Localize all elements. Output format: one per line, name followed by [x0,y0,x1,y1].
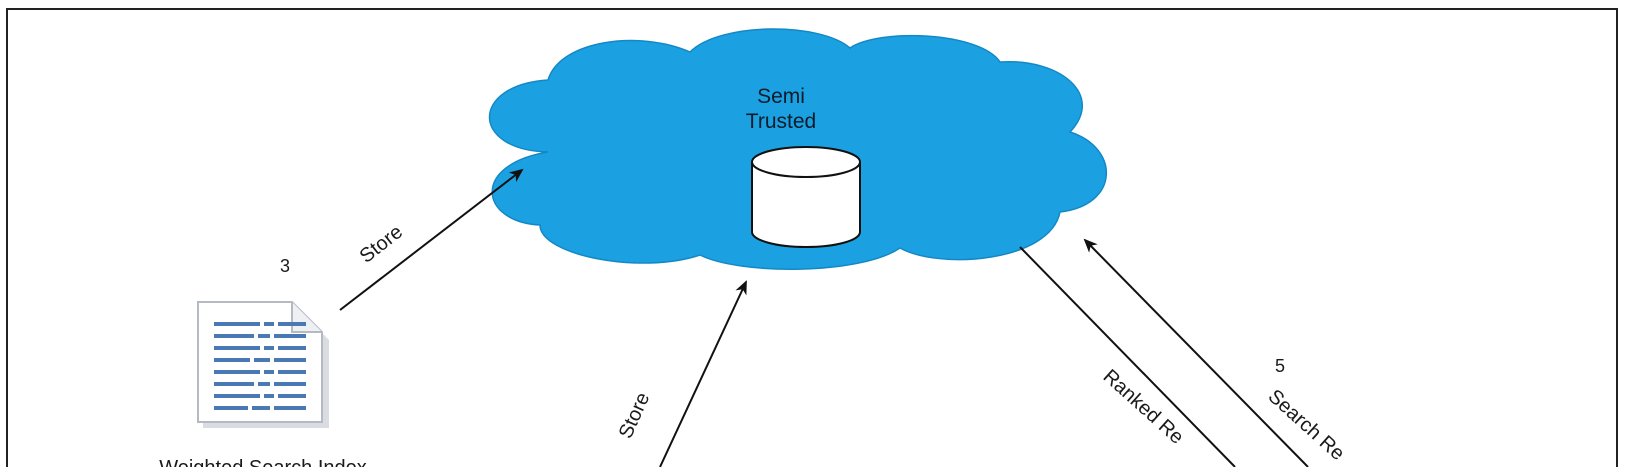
document-table-lines [214,322,306,410]
weighted-search-index-document-icon[interactable] [197,301,329,428]
store-arrow-label-top: Store [356,221,407,268]
ranked-results-arrow[interactable] [1019,246,1236,467]
store-arrow-label-bottom: Store [615,389,655,442]
document-fold [291,302,322,333]
step-3-number: 3 [280,256,290,276]
cloud-title-line2: Trusted [746,110,816,133]
store-arrow-from-index[interactable] [339,168,524,311]
search-request-label: Search Re [1264,385,1349,465]
diagram-border [6,8,1618,467]
store-arrow-from-bottom[interactable] [659,280,747,467]
ranked-results-label: Ranked Re [1099,365,1188,448]
database-icon [751,146,861,248]
document-caption: Weighted Search Index [159,457,367,467]
step-5-number: 5 [1275,356,1285,376]
semi-trusted-cloud[interactable]: Semi Trusted [489,28,1107,270]
search-request-arrow[interactable] [1083,238,1309,467]
cloud-title-line1: Semi [757,85,805,108]
